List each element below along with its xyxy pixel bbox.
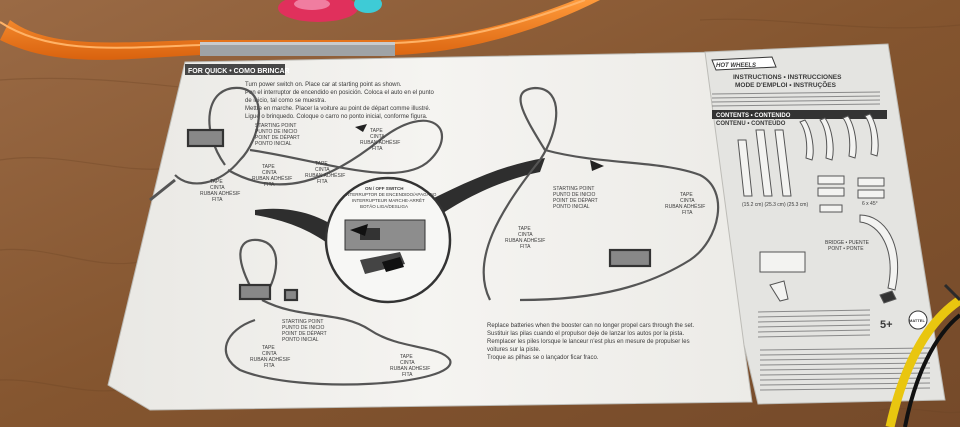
mattel-logo: MATTEL xyxy=(908,310,928,330)
track-sizes: (15.2 cm) (25.3 cm) (25.3 cm) xyxy=(742,202,808,208)
tape-label: CINTA xyxy=(315,167,330,173)
start-label-group: STARTING POINT PUNTO DE INICIO POINT DE … xyxy=(282,319,327,343)
panel-title: INSTRUCTIONS • INSTRUCCIONES xyxy=(733,74,842,81)
tape-label: TAPE xyxy=(680,192,693,198)
tape-label: FITA xyxy=(264,182,275,188)
maker-text: MATTEL xyxy=(909,318,925,323)
tape-label: TAPE xyxy=(315,161,328,167)
start-label-group: STARTING POINT PUNTO DE INICIO POINT DE … xyxy=(255,123,300,147)
start-label: STARTING POINT xyxy=(553,186,594,192)
start-label: PUNTO DE INICIO xyxy=(255,129,298,135)
instruction-sheet: FOR QUICK • COMO BRINCAR Turn power swit… xyxy=(107,51,753,411)
tape-label-group: TAPE CINTA RUBAN ADHÉSIF FITA xyxy=(250,345,290,369)
battery-line: Remplacer les piles lorsque le lanceur n… xyxy=(487,339,690,345)
sheet-header: FOR QUICK • COMO BRINCAR xyxy=(188,68,290,75)
track-pieces-illustration xyxy=(737,113,899,304)
tape-label: TAPE xyxy=(262,345,275,351)
tape-label-group: TAPE CINTA RUBAN ADHÉSIF FITA xyxy=(252,164,292,188)
tape-label: RUBAN ADHÉSIF xyxy=(505,237,545,244)
hot-wheels-logo: HOT WHEELS xyxy=(711,56,777,71)
battery-instructions: Replace batteries when the booster can n… xyxy=(487,323,694,361)
contents-header: CONTENTS • CONTENIDO xyxy=(716,113,791,119)
orange-track-piece xyxy=(0,0,600,60)
tape-label: FITA xyxy=(520,244,531,250)
tape-label: RUBAN ADHÉSIF xyxy=(305,172,345,179)
switch-label: INTERRUPTOR DE ENCENDIDO/APAGADO xyxy=(345,192,437,197)
tape-label: FITA xyxy=(402,372,413,378)
start-label: PUNTO DE INICIO xyxy=(282,325,325,331)
tape-label: FITA xyxy=(212,197,223,203)
tape-label-group: TAPE CINTA RUBAN ADHÉSIF FITA xyxy=(505,226,545,250)
switch-label-group: ON / OFF SWITCH INTERRUPTOR DE ENCENDIDO… xyxy=(345,186,437,209)
tape-label-group: TAPE CINTA RUBAN ADHÉSIF FITA xyxy=(360,128,400,152)
bridge-label: BRIDGE • PUENTE xyxy=(825,240,870,246)
tape-label: TAPE xyxy=(210,179,223,185)
intro-line: de inicio, tal como se muestra. xyxy=(245,98,326,104)
tape-label-group: TAPE CINTA RUBAN ADHÉSIF FITA xyxy=(305,161,345,185)
start-label: PONTO INICIAL xyxy=(553,204,590,210)
tape-label: FITA xyxy=(264,363,275,369)
intro-line: Ligue o brinquedo. Coloque o carro no po… xyxy=(245,114,428,120)
fine-print-block xyxy=(711,91,881,107)
tape-label: FITA xyxy=(682,210,693,216)
intro-line: Turn power switch on. Place car at start… xyxy=(245,82,402,88)
tape-label: CINTA xyxy=(210,185,225,191)
toy-car xyxy=(278,0,382,22)
bridge-label: PONT • PONTE xyxy=(828,246,864,252)
tape-label-group: TAPE CINTA RUBAN ADHÉSIF FITA xyxy=(390,354,430,378)
start-label: POINT DE DÉPART xyxy=(553,197,598,204)
start-label: STARTING POINT xyxy=(255,123,296,129)
tape-label: CINTA xyxy=(262,351,277,357)
tape-label-group: TAPE CINTA RUBAN ADHÉSIF FITA xyxy=(200,179,240,203)
tape-label: FITA xyxy=(317,179,328,185)
intro-line: Pon el interruptor de encendido en posic… xyxy=(245,90,434,96)
start-label: PUNTO DE INICIO xyxy=(553,192,596,198)
track-diagram-figure-eight xyxy=(149,86,443,202)
tape-label: RUBAN ADHÉSIF xyxy=(200,190,240,197)
tape-label: TAPE xyxy=(370,128,383,134)
tape-label: TAPE xyxy=(400,354,413,360)
arrow-right-shape xyxy=(420,158,545,222)
panel-title: MODE D'EMPLOI • INSTRUÇÕES xyxy=(735,80,837,89)
tape-label: CINTA xyxy=(370,134,385,140)
tape-label: TAPE xyxy=(518,226,531,232)
start-label: POINT DE DÉPART xyxy=(255,134,300,141)
tape-label: CINTA xyxy=(400,360,415,366)
start-label: STARTING POINT xyxy=(282,319,323,325)
switch-detail-circle xyxy=(324,176,452,304)
track-diagram-right-loop xyxy=(482,86,720,302)
tape-label: CINTA xyxy=(262,170,277,176)
battery-line: Replace batteries when the booster can n… xyxy=(487,323,694,329)
switch-label: BOTÃO LIGA/DESLIGA xyxy=(360,203,408,209)
battery-line: Sustituir las pilas cuando el propulsor … xyxy=(487,331,684,337)
intro-line: Mettre en marche. Placer la voiture au p… xyxy=(245,106,431,112)
battery-line: voitures sur la piste. xyxy=(487,347,541,353)
start-label: PONTO INICIAL xyxy=(282,337,319,343)
tape-label: RUBAN ADHÉSIF xyxy=(390,365,430,372)
age-rating: 5+ xyxy=(880,319,893,331)
start-label: PONTO INICIAL xyxy=(255,141,292,147)
start-label: POINT DE DÉPART xyxy=(282,330,327,337)
brand-text: HOT WHEELS xyxy=(716,63,756,69)
tape-label: CINTA xyxy=(680,198,695,204)
contents-header: CONTENU • CONTEÚDO xyxy=(716,120,786,127)
tape-label: FITA xyxy=(372,146,383,152)
switch-label: INTERRUPTEUR MARCHE-ARRÊT xyxy=(352,196,425,203)
tape-label: RUBAN ADHÉSIF xyxy=(252,175,292,182)
tape-label: TAPE xyxy=(262,164,275,170)
tape-label: CINTA xyxy=(518,232,533,238)
tape-label: RUBAN ADHÉSIF xyxy=(665,203,705,210)
tape-label: RUBAN ADHÉSIF xyxy=(360,139,400,146)
tape-label-group: TAPE CINTA RUBAN ADHÉSIF FITA xyxy=(665,192,705,216)
tape-label: RUBAN ADHÉSIF xyxy=(250,356,290,363)
contents-panel: HOT WHEELS INSTRUCTIONS • INSTRUCCIONES … xyxy=(704,43,946,405)
track-diagram-bottom-loop xyxy=(224,238,452,386)
count-label: 6 x 45° xyxy=(862,201,878,207)
intro-text: Turn power switch on. Place car at start… xyxy=(245,82,434,120)
battery-line: Troque as pilhas se o lançador ficar fra… xyxy=(487,355,599,361)
switch-label: ON / OFF SWITCH xyxy=(365,186,404,191)
start-label-group: STARTING POINT PUNTO DE INICIO POINT DE … xyxy=(553,186,598,210)
arrow-left-shape xyxy=(255,208,340,245)
